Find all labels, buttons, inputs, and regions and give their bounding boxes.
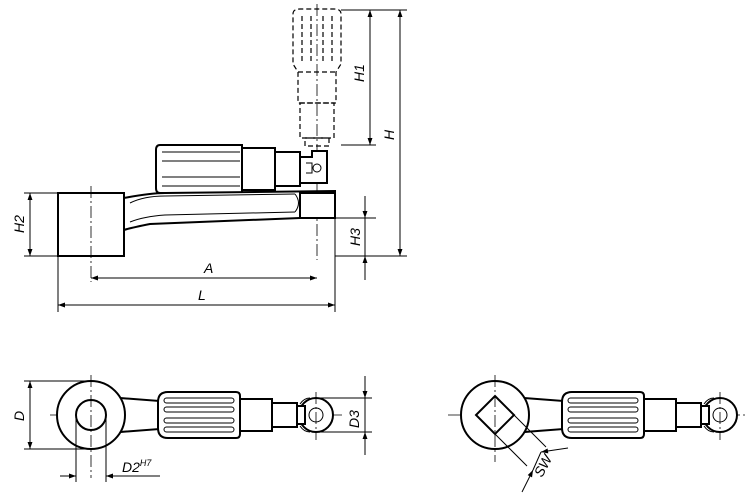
dim-label-d3: D3 [346, 410, 362, 428]
dim-label-d2-group: D2H7 [122, 458, 152, 475]
dim-label-d2: D2 [122, 459, 140, 475]
dim-d2: D2H7 [60, 415, 160, 482]
front-view-round-bore: D D2H7 D3 [11, 375, 372, 482]
dim-h2: H2 [11, 192, 58, 257]
side-grip [155, 144, 328, 194]
dim-d: D [11, 380, 91, 450]
dim-label-sw: SW [531, 450, 557, 479]
crank-arm [123, 189, 336, 232]
grip-bottom-left [157, 391, 298, 439]
dim-label-d2-tolerance: H7 [140, 458, 152, 468]
dim-label-h2: H2 [11, 215, 27, 233]
ball-joint-right [700, 397, 738, 433]
side-view: H1 H H3 H2 A [11, 4, 407, 312]
dim-h: H [335, 9, 407, 257]
dim-label-h1: H1 [351, 64, 367, 82]
dim-label-h3: H3 [347, 228, 363, 246]
dim-h1: H1 [341, 9, 376, 146]
dim-label-l: L [198, 287, 206, 303]
dim-label-a: A [203, 260, 213, 276]
dim-l: L [57, 218, 336, 312]
grip-bottom-right [561, 391, 702, 439]
dim-label-h: H [381, 129, 397, 140]
ball-joint-left [296, 397, 334, 433]
front-view-square-bore: SW [448, 375, 745, 493]
dim-h3: H3 [335, 196, 376, 280]
dim-d3: D3 [316, 376, 372, 455]
dim-a: A [91, 260, 317, 281]
dim-label-d: D [11, 411, 27, 421]
